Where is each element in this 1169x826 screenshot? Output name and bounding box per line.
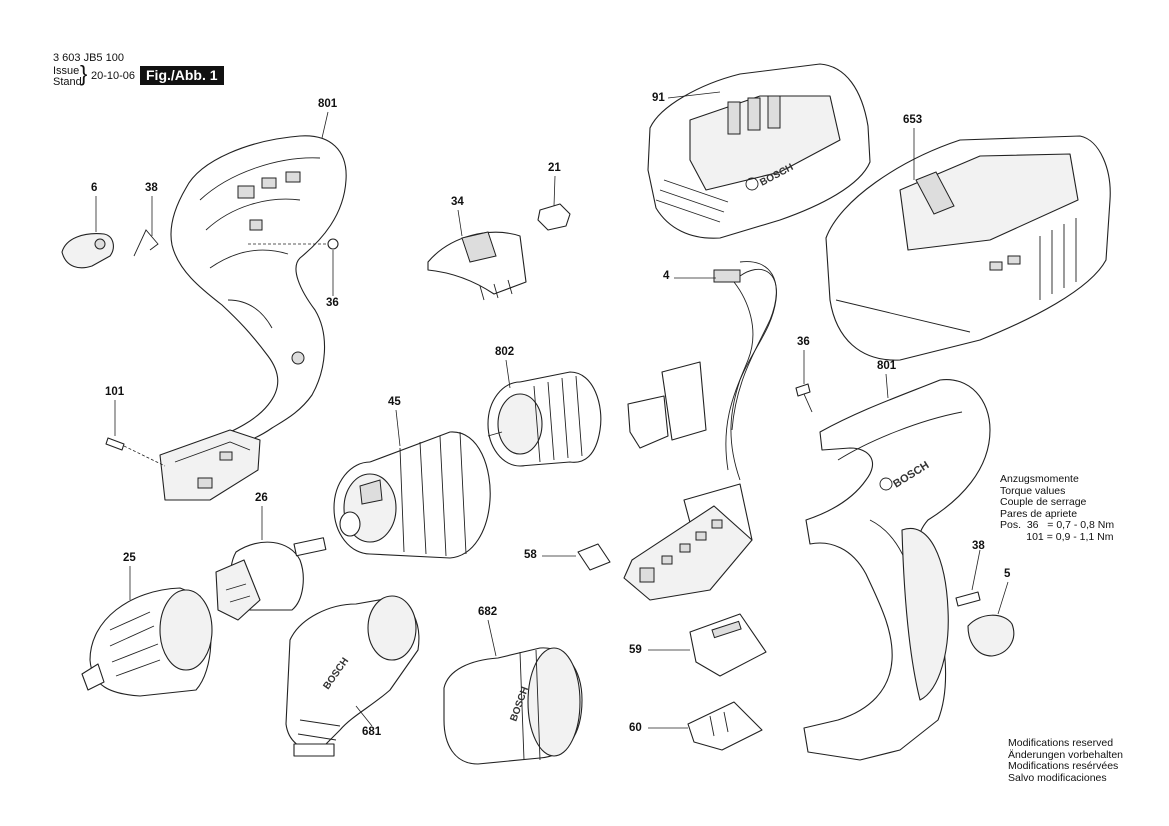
motor-shape	[487, 371, 602, 467]
torque-title-es: Pares de apriete	[1000, 507, 1078, 520]
label-801-right: 801	[877, 360, 897, 372]
torque-row-36: Pos. 36 = 0,7 - 0,8 Nm	[1000, 519, 1115, 532]
issue-label: Issue	[53, 65, 80, 77]
label-38-left: 38	[145, 182, 158, 194]
chuck-shape	[81, 587, 213, 697]
spring-left-shape	[133, 229, 159, 257]
torque-title-en: Torque values	[1000, 484, 1066, 497]
housing-left-shape	[159, 135, 347, 501]
torque-values: Anzugsmomente Torque values Couple de se…	[1000, 473, 1115, 544]
mod-es: Salvo modificaciones	[1008, 771, 1107, 784]
label-36-left: 36	[326, 297, 339, 309]
label-101: 101	[105, 386, 125, 398]
mod-en: Modifications reserved	[1008, 737, 1114, 749]
label-59: 59	[629, 644, 642, 656]
label-4: 4	[663, 270, 670, 282]
mod-fr: Modifications resérvées	[1008, 760, 1119, 773]
knob-shape	[537, 203, 571, 231]
label-58: 58	[524, 549, 537, 561]
eccentric-attachment-shape: BOSCH	[443, 647, 583, 765]
label-34: 34	[451, 196, 464, 208]
charger-shape	[825, 135, 1111, 361]
label-38-right: 38	[972, 540, 985, 552]
stand-label: Stand	[53, 76, 82, 88]
issue-brace: }	[80, 61, 88, 86]
label-681: 681	[362, 726, 382, 738]
label-682: 682	[478, 606, 498, 618]
label-26: 26	[255, 492, 268, 504]
label-25: 25	[123, 552, 136, 564]
torque-title-fr: Couple de serrage	[1000, 496, 1087, 509]
lock-button-left-shape	[61, 233, 114, 269]
lock-button-right-shape	[967, 614, 1015, 657]
drawing-number: 3 603 JB5 100	[53, 52, 124, 64]
mod-de: Änderungen vorbehalten	[1008, 748, 1124, 761]
modifications-notice: Modifications reserved Änderungen vorbeh…	[1008, 737, 1124, 784]
figure-label: Fig./Abb. 1	[140, 66, 224, 85]
electronics-cover-shape	[689, 613, 767, 677]
angle-attachment-shape: BOSCH	[285, 595, 420, 757]
label-801-left: 801	[318, 98, 338, 110]
torque-title-de: Anzugsmomente	[1000, 473, 1079, 485]
pad-shape	[577, 543, 611, 571]
label-5-right: 5	[1004, 568, 1011, 580]
contact-plate-shape	[687, 701, 763, 751]
label-653: 653	[903, 114, 923, 126]
screw-right-shape	[795, 383, 813, 413]
label-60: 60	[629, 722, 642, 734]
screw-left-shape	[248, 238, 339, 250]
spring-right-shape	[955, 591, 981, 607]
housing-right-shape: BOSCH	[803, 379, 991, 761]
gearbox-shape	[333, 431, 491, 559]
leader-lines	[95, 91, 1009, 729]
wiring-switch-shape	[623, 261, 777, 601]
label-45: 45	[388, 396, 401, 408]
torque-row-101: 101 = 0,9 - 1,1 Nm	[1000, 530, 1114, 543]
label-802: 802	[495, 346, 515, 358]
issue-date: 20-10-06	[91, 70, 136, 82]
label-91: 91	[652, 92, 665, 104]
label-21: 21	[548, 162, 561, 174]
battery-shape: BOSCH	[647, 63, 871, 239]
spindle-shape	[215, 537, 327, 621]
switch-cover-shape	[427, 231, 527, 301]
screw-small-shape	[105, 437, 166, 467]
label-6-left: 6	[91, 182, 98, 194]
label-36-right: 36	[797, 336, 810, 348]
